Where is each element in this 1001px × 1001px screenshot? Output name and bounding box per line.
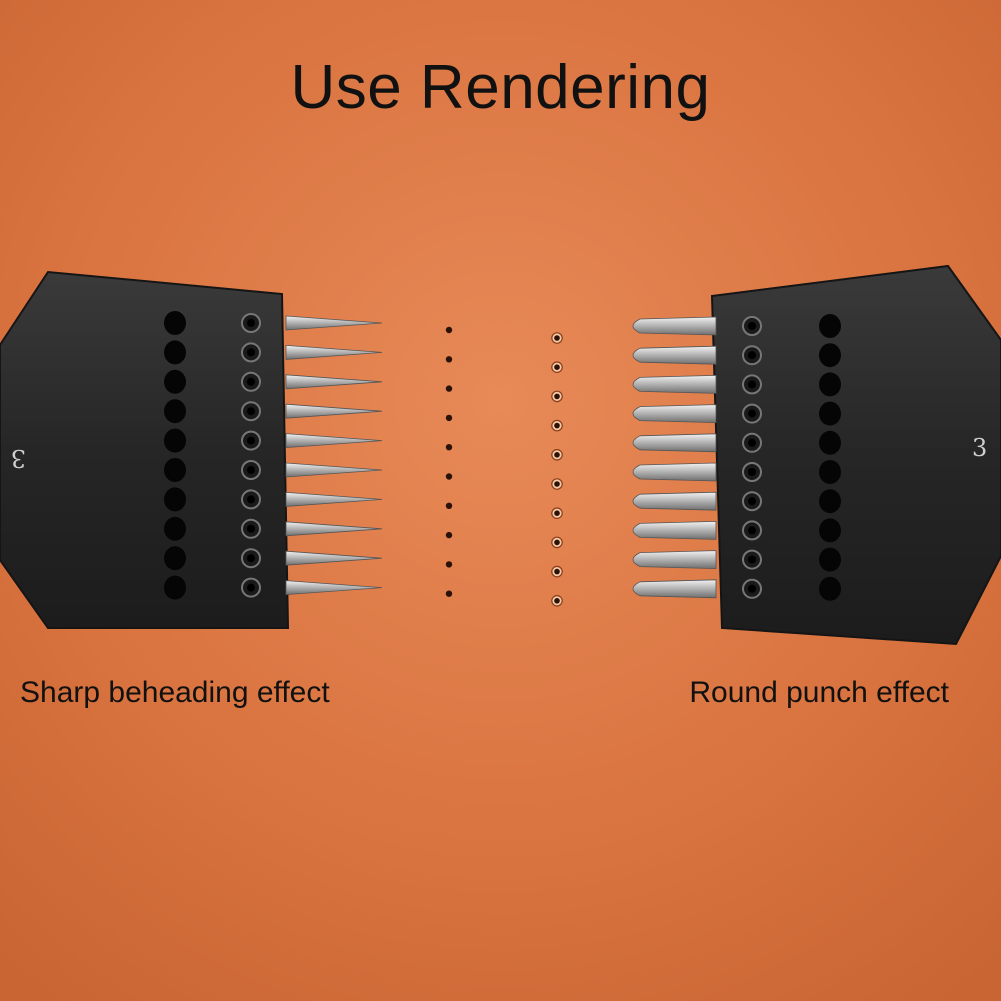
round-prong [632,550,717,570]
left-prong-sockets [241,313,261,598]
left-sharp-prongs [285,315,383,596]
round-prong [632,404,717,424]
socket-center [748,555,756,564]
sharp-prong [285,374,383,390]
left-chisel-tool: 3 [0,270,383,629]
large-hole [164,428,186,453]
socket-center [247,466,255,474]
round-prong [632,462,717,482]
large-hole [819,489,841,514]
large-hole [164,399,186,424]
round-hole [554,598,560,604]
sharp-prong [285,462,383,478]
socket-center [247,554,255,563]
round-hole [554,393,560,400]
round-hole [554,539,560,546]
round-prong [632,520,717,540]
left-tool-marking: 3 [11,444,26,472]
round-hole [554,510,560,516]
sharp-prong [285,344,383,360]
round-hole [554,452,560,458]
large-hole [819,314,841,338]
large-hole [819,460,841,484]
sharp-prong [285,580,383,596]
round-hole [554,364,560,371]
sharp-hole [445,590,453,597]
socket-center [247,495,255,504]
large-hole [819,372,841,397]
left-tool-body [0,270,290,629]
sharp-hole [445,414,453,422]
round-hole [554,422,560,429]
socket-center [247,524,255,533]
sharp-prong [285,550,383,566]
large-hole [164,458,186,482]
socket-center [748,584,756,593]
large-hole [164,340,186,365]
socket-center [247,377,255,386]
round-prong [632,374,717,394]
large-hole [819,343,841,368]
sharp-prong [285,315,383,331]
large-hole [164,487,186,512]
socket-center [247,319,255,327]
socket-center [748,526,756,535]
round-prong [632,345,717,365]
sharp-hole-row [445,326,453,597]
sharp-hole [445,531,453,539]
sharp-prong [285,521,383,537]
round-hole-row [551,332,563,607]
round-hole [554,335,560,341]
sharp-hole [445,502,453,509]
sharp-hole [445,326,453,334]
round-prong [632,316,717,336]
right-large-holes [819,314,841,601]
sharp-prong [285,491,383,507]
page-title: Use Rendering [290,53,711,122]
left-large-holes [164,311,186,600]
socket-center [247,436,255,445]
socket-center [247,407,255,416]
round-effect-caption: Round punch effect [689,676,949,709]
round-prong [632,579,717,599]
sharp-hole [445,444,453,451]
right-tool-body [710,264,1001,646]
socket-center [748,497,756,506]
sharp-hole [445,356,453,363]
large-hole [819,576,841,601]
socket-center [748,351,756,360]
socket-center [247,583,255,592]
large-hole [819,547,841,572]
sharp-prong [285,433,383,449]
right-round-prongs [632,316,717,599]
round-prong [632,491,717,511]
round-hole [554,481,560,487]
large-hole [164,369,186,394]
large-hole [819,518,841,543]
right-tool-marking: 3 [972,434,987,462]
sharp-hole [445,561,453,568]
sharp-hole [445,385,453,392]
socket-center [748,438,756,447]
sharp-hole [445,473,453,480]
round-hole [554,568,560,575]
large-hole [164,546,186,571]
large-hole [819,401,841,426]
large-hole [819,430,841,455]
socket-center [748,409,756,418]
socket-center [247,348,255,357]
large-hole [164,311,186,335]
socket-center [748,322,756,330]
right-chisel-tool: 3 [632,264,1001,646]
sharp-prong [285,403,383,419]
socket-center [748,380,756,389]
round-prong [632,433,717,453]
socket-center [748,468,756,476]
large-hole [164,575,186,600]
sharp-effect-caption: Sharp beheading effect [20,676,330,709]
large-hole [164,516,186,541]
right-prong-sockets [742,316,762,599]
